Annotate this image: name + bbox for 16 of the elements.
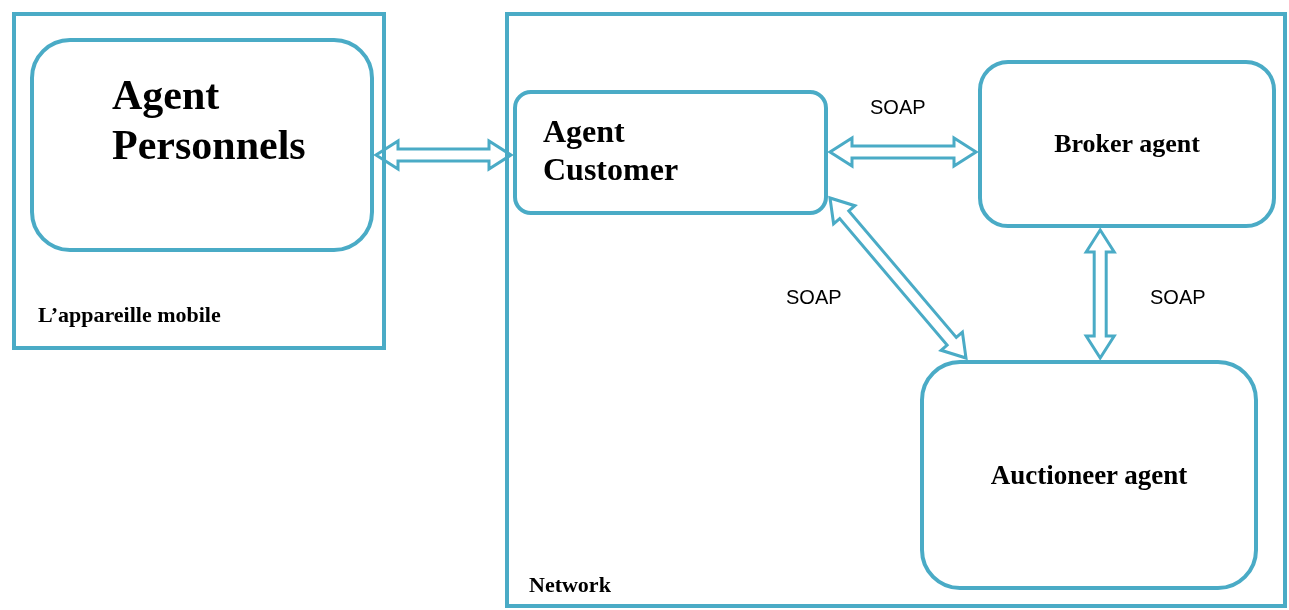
container-label: Network — [529, 572, 612, 599]
agent-box — [978, 60, 1276, 228]
container-box — [505, 12, 1287, 608]
agent-box — [30, 38, 374, 252]
container-box — [12, 12, 386, 350]
agent-label: Agent Customer — [543, 112, 680, 189]
double-arrow — [827, 135, 979, 169]
agent-box — [513, 90, 828, 215]
double-arrow — [373, 138, 514, 172]
agent-label: Broker agent — [1053, 128, 1201, 160]
container-label: L’appareille mobile — [38, 302, 222, 329]
agent-box — [920, 360, 1258, 590]
double-arrow — [1083, 227, 1117, 361]
agent-label: Auctioneer agent — [989, 458, 1189, 492]
agent-label: Agent Personnels — [112, 71, 307, 171]
double-arrow — [828, 195, 968, 361]
